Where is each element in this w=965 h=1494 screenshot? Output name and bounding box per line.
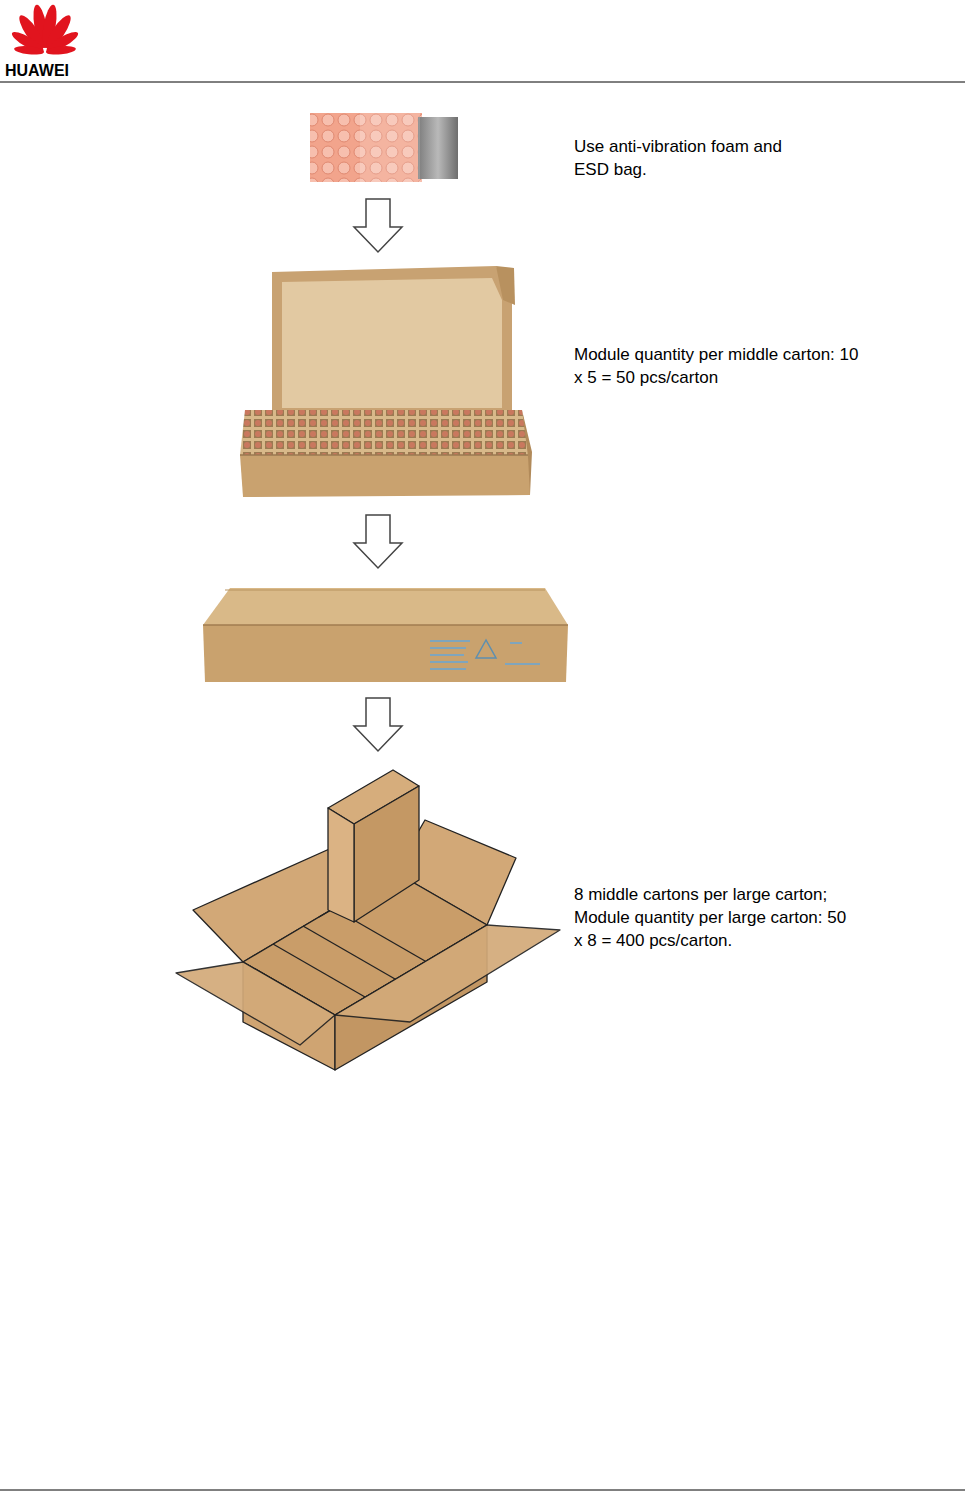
huawei-logo bbox=[10, 4, 81, 56]
step-note: 8 middle cartons per large carton; Modul… bbox=[574, 883, 859, 952]
foam-esd-bag bbox=[310, 113, 458, 182]
step-note: Use anti-vibration foam and ESD bag. bbox=[574, 135, 814, 181]
step-note: Module quantity per middle carton: 10 x … bbox=[574, 343, 864, 389]
logo-wordmark: HUAWEI bbox=[5, 61, 69, 81]
large-carton bbox=[176, 770, 560, 1070]
closed-middle-carton bbox=[203, 588, 568, 682]
footer-rule bbox=[0, 1490, 965, 1491]
open-middle-carton bbox=[240, 266, 532, 497]
header-rule bbox=[0, 82, 965, 83]
